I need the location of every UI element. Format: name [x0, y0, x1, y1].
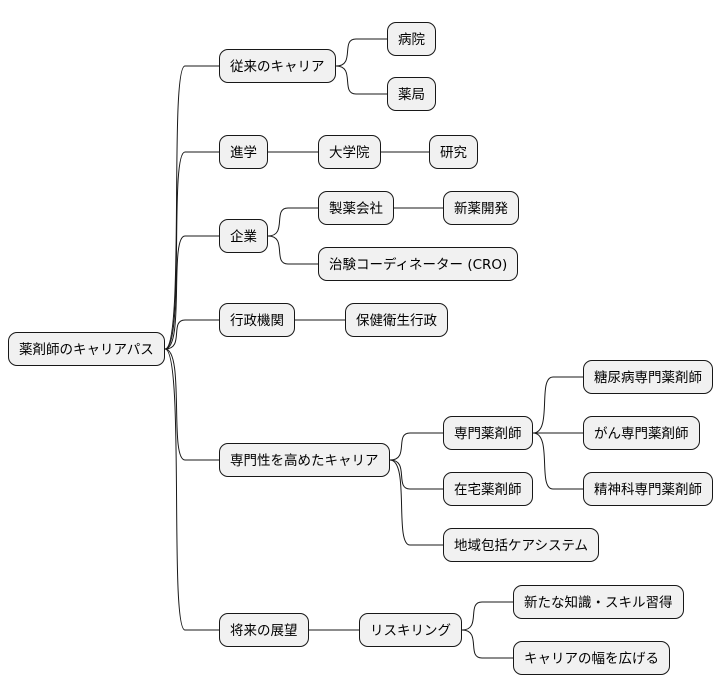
node-government-agency: 行政機関: [219, 303, 295, 337]
connector-c3: [164, 235, 219, 350]
node-root-pharmacist-career-path: 薬剤師のキャリアパス: [8, 332, 165, 366]
node-traditional-career: 従来のキャリア: [219, 49, 336, 83]
node-psychiatry-specialist: 精神科専門薬剤師: [583, 472, 713, 506]
node-new-skills: 新たな知識・スキル習得: [513, 585, 684, 619]
node-graduate-school: 大学院: [318, 135, 381, 169]
connector-c5a: [389, 432, 443, 461]
node-diabetes-specialist: 糖尿病専門薬剤師: [583, 360, 713, 394]
connector-c1: [164, 65, 219, 350]
node-pharmacy: 薬局: [387, 77, 436, 111]
node-public-health-administration: 保健衛生行政: [345, 303, 448, 337]
connector-c5a3: [532, 432, 583, 490]
node-further-education: 進学: [219, 135, 268, 169]
node-specialized-career: 専門性を高めたキャリア: [219, 443, 390, 477]
node-new-drug-development: 新薬開発: [443, 191, 519, 225]
connector-c4: [164, 319, 219, 350]
connector-c6a2: [461, 629, 513, 659]
node-pharma-company: 製薬会社: [318, 191, 394, 225]
node-future-outlook: 将来の展望: [219, 613, 309, 647]
connector-c6: [164, 348, 219, 631]
node-reskilling: リスキリング: [359, 613, 462, 647]
node-oncology-specialist: がん専門薬剤師: [583, 416, 700, 450]
connector-c5a1: [532, 376, 583, 434]
node-clinical-research-coordinator: 治験コーディネーター (CRO): [318, 247, 519, 281]
node-broaden-career: キャリアの幅を広げる: [513, 641, 670, 675]
connector-c2: [164, 151, 219, 350]
connector-c6a1: [461, 601, 513, 631]
connector-c1b: [335, 65, 387, 95]
connector-c5b: [389, 459, 443, 490]
connector-c3b: [267, 235, 318, 265]
connector-c1a: [335, 38, 387, 67]
connector-c5: [164, 348, 219, 461]
node-specialist-pharmacist: 専門薬剤師: [443, 416, 533, 450]
connector-c3a: [267, 207, 318, 237]
node-corporate: 企業: [219, 219, 268, 253]
connector-c5c: [389, 459, 443, 546]
node-community-care-system: 地域包括ケアシステム: [443, 528, 600, 562]
node-research: 研究: [429, 135, 478, 169]
node-hospital: 病院: [387, 22, 436, 56]
node-home-care-pharmacist: 在宅薬剤師: [443, 472, 533, 506]
